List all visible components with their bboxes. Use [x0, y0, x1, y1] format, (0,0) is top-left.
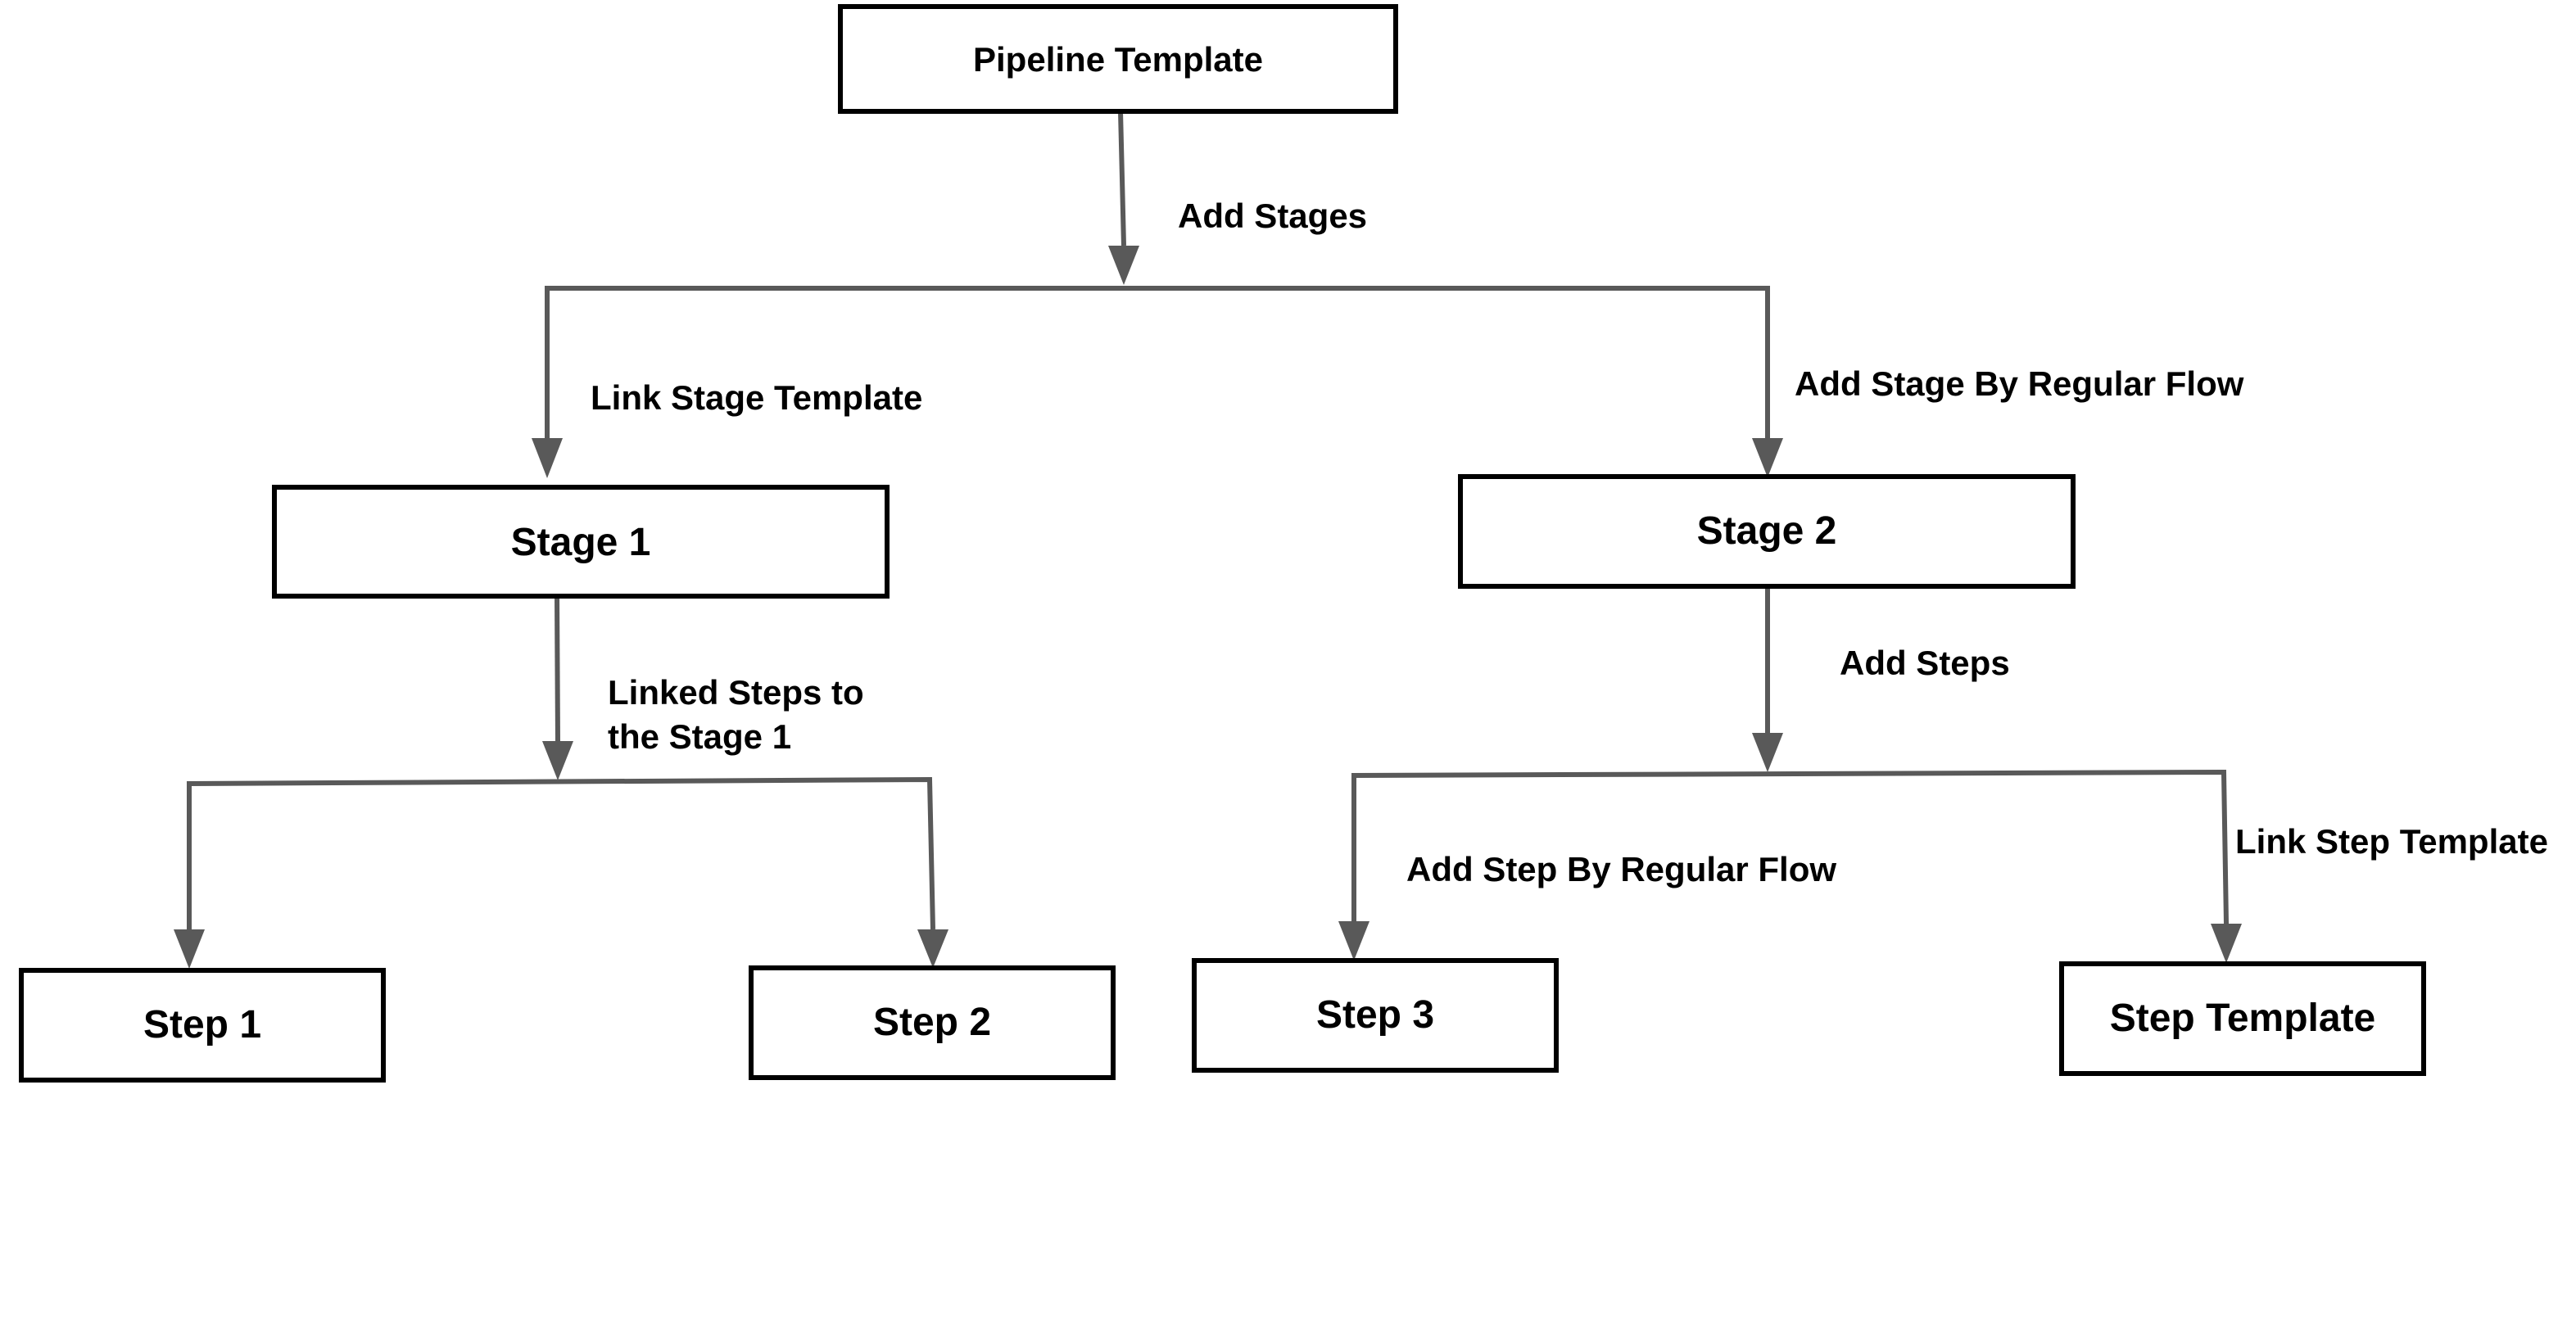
connector-stage2-branch	[1351, 769, 2229, 924]
node-step-template: Step Template	[2059, 961, 2426, 1076]
node-stage-2: Stage 2	[1458, 474, 2076, 589]
label-linked-steps-line-2: the Stage 1	[608, 717, 791, 756]
node-step-template-label: Step Template	[2110, 997, 2376, 1040]
label-add-steps: Add Steps	[1840, 644, 2010, 682]
edge-labels: Add Stages Link Stage Template Add Stage…	[591, 197, 2548, 888]
node-step-3: Step 3	[1192, 958, 1559, 1073]
arrowhead-step-2	[917, 929, 948, 968]
arrowhead-add-stages	[1108, 246, 1139, 285]
connectors	[174, 111, 2242, 969]
arrowhead-linked-steps	[542, 741, 573, 780]
arrowhead-step-1	[174, 929, 205, 969]
arrowhead-add-steps	[1752, 733, 1783, 772]
connector-stage1-down	[555, 595, 560, 742]
label-link-step-template: Link Step Template	[2235, 822, 2548, 861]
node-stage-1: Stage 1	[272, 485, 890, 599]
node-step-1: Step 1	[19, 968, 386, 1083]
arrowhead-stage-2	[1752, 438, 1783, 477]
label-add-stages: Add Stages	[1178, 197, 1367, 235]
node-stage-2-label: Stage 2	[1697, 509, 1837, 553]
node-step-2-label: Step 2	[873, 1001, 991, 1044]
label-link-stage-template: Link Stage Template	[591, 378, 922, 417]
node-pipeline-template-label: Pipeline Template	[973, 40, 1263, 79]
arrowhead-step-template	[2211, 924, 2242, 963]
label-add-stage-by-regular-flow: Add Stage By Regular Flow	[1795, 364, 2244, 403]
node-step-2: Step 2	[749, 965, 1116, 1080]
arrowhead-stage-1	[532, 438, 563, 478]
label-add-step-by-regular-flow: Add Step By Regular Flow	[1406, 850, 1836, 888]
connector-pipeline-down	[1118, 111, 1126, 246]
node-pipeline-template: Pipeline Template	[838, 4, 1398, 114]
node-step-3-label: Step 3	[1316, 993, 1434, 1037]
arrowhead-step-3	[1338, 921, 1369, 961]
node-step-1-label: Step 1	[143, 1003, 261, 1046]
node-stage-1-label: Stage 1	[511, 521, 651, 564]
label-linked-steps-line-1: Linked Steps to	[608, 673, 864, 712]
connector-stage1-branch	[187, 776, 935, 930]
connector-stage-branch	[545, 286, 1770, 438]
